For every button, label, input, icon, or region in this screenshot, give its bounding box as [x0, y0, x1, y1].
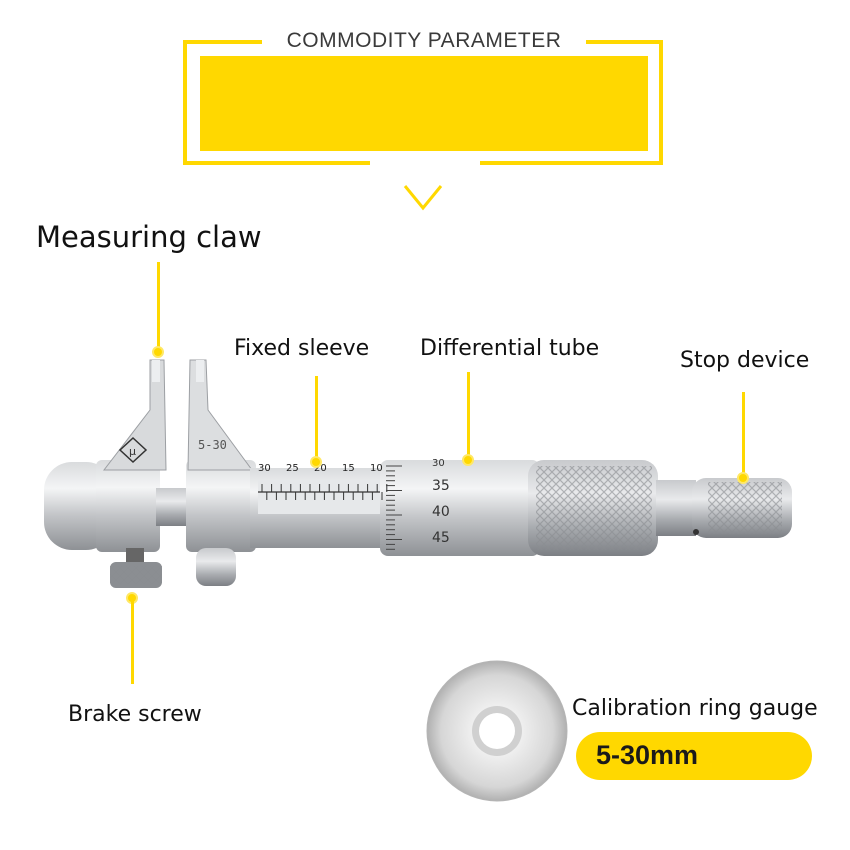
pointer-line-differential: [467, 372, 470, 458]
thimble-scale-number: 45: [432, 530, 450, 546]
label-brake-screw: Brake screw: [68, 702, 202, 727]
thimble-scale-number: 40: [432, 504, 450, 520]
svg-text:μ: μ: [129, 445, 136, 458]
thimble-scale-number: 35: [432, 478, 450, 494]
header-bar: [200, 56, 648, 151]
pointer-dot-claw: [152, 346, 164, 358]
spec-range: 5-30mm: [596, 740, 699, 770]
label-differential-tube: Differential tube: [420, 336, 600, 361]
pointer-line-brake: [131, 600, 134, 684]
pointer-line-sleeve: [315, 376, 318, 460]
header-title: COMMODITY PARAMETER: [262, 26, 586, 56]
sleeve-scale-number: 10: [370, 463, 383, 474]
spec-badge: [576, 732, 812, 780]
label-calibration-ring-gauge: Calibration ring gauge: [572, 696, 818, 721]
pointer-line-stop: [742, 392, 745, 476]
jaw-marking: 5-30: [198, 438, 227, 452]
pointer-dot-stop: [737, 472, 749, 484]
pointer-dot-sleeve: [310, 456, 322, 468]
mu-logo-icon: [118, 436, 148, 464]
chevron-down-icon: [403, 185, 443, 211]
sleeve-scale-number: 20: [314, 463, 327, 474]
pointer-line-claw: [157, 262, 160, 350]
thimble-scale-number: 30: [432, 458, 445, 469]
sleeve-scale-number: 30: [258, 463, 271, 474]
pointer-dot-differential: [462, 454, 474, 466]
label-stop-device: Stop device: [680, 348, 810, 373]
label-measuring-claw: Measuring claw: [36, 220, 262, 254]
label-fixed-sleeve: Fixed sleeve: [234, 336, 370, 361]
header-frame-gap: [370, 160, 480, 170]
sleeve-scale-number: 25: [286, 463, 299, 474]
sleeve-scale-number: 15: [342, 463, 355, 474]
